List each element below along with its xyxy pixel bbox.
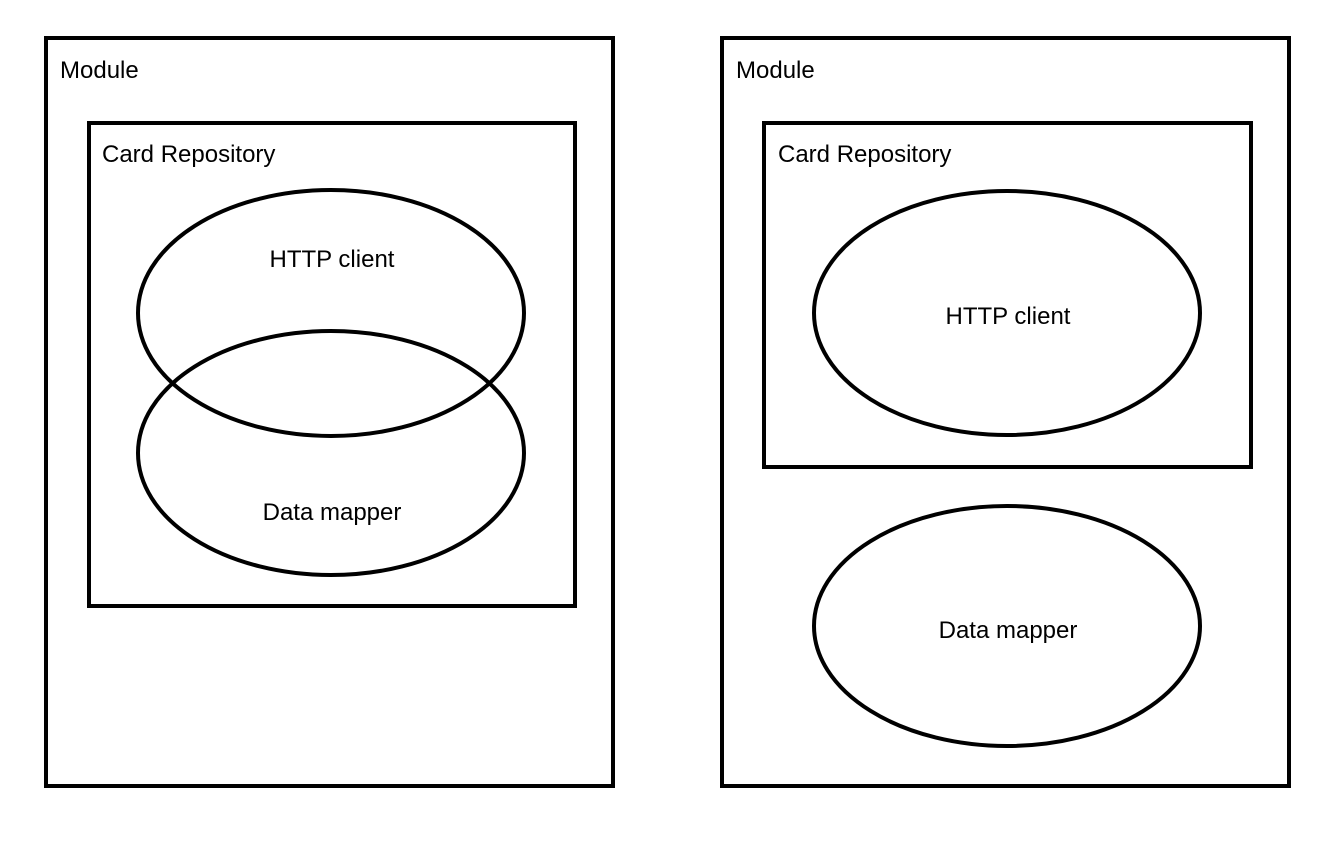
left-module-box [44,36,615,788]
left-module-label: Module [60,57,139,84]
right-data-mapper-label: Data mapper [939,617,1078,644]
left-data-mapper-label: Data mapper [263,499,402,526]
right-http-client-ellipse [812,189,1202,437]
right-data-mapper-ellipse [812,504,1202,748]
left-card-repository-box [87,121,577,608]
right-module-box [720,36,1291,788]
right-module-label: Module [736,57,815,84]
left-diagram: Module Card Repository HTTP client Data … [44,36,615,788]
right-diagram: Module Card Repository HTTP client Data … [720,36,1291,788]
right-card-repository-label: Card Repository [778,141,951,168]
left-card-repository-label: Card Repository [102,141,275,168]
left-http-client-label: HTTP client [270,246,395,273]
left-data-mapper-ellipse [136,329,526,577]
right-http-client-label: HTTP client [946,303,1071,330]
left-http-client-ellipse [136,188,526,438]
right-card-repository-box [762,121,1253,469]
